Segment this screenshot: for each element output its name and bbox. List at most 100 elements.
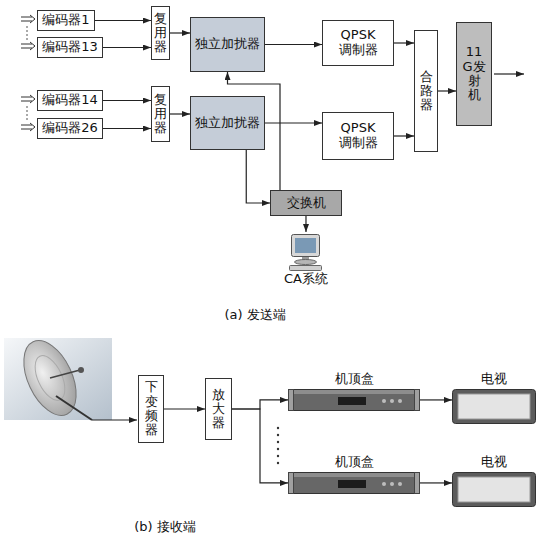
signal-arrow [92,419,137,420]
connector-arrow [305,216,306,232]
node-label: 复用器 [154,93,167,136]
feed-arm [50,370,80,378]
node-label: CA系统 [284,272,328,287]
tv-screen [458,394,530,419]
stb-display [338,480,366,488]
stb-button [382,482,386,486]
input-arrow [21,15,35,23]
switch-box: 交换机 [270,190,342,216]
connector-arrow [103,128,151,129]
node-label: 独立加扰器 [195,37,260,52]
encoder-box: 编码器1 [37,10,95,31]
node-label: 合路器 [420,70,433,113]
satellite-dish [13,332,92,423]
monitor [292,235,320,257]
downconverter-box: 下变频器 [138,375,164,443]
stb-button [398,399,402,403]
input-arrow [21,123,35,131]
combiner-box: 合路器 [414,30,438,152]
monitor-screen [295,238,316,253]
tv-frame [453,389,536,423]
scrambler-box: 独立加扰器 [190,17,265,72]
node-label: 电视 [481,372,507,387]
node-label: 下变频器 [145,380,158,437]
node-label: 11G发射机 [461,45,486,102]
encoder-box: 编码器13 [37,37,103,58]
rack-ear [289,472,294,493]
connector-arrow [164,408,205,409]
input-arrows [21,15,35,131]
node-label: 编码器26 [42,121,98,136]
node-label: 独立加扰器 [195,116,260,131]
television: 电视 [452,455,536,507]
connector-arrow [103,100,151,101]
television: 电视 [452,372,536,424]
television-drawing [452,472,536,507]
multiplexer-box: 复用器 [151,86,170,142]
ellipsis-dots [277,427,279,464]
connector-arrow [420,482,452,483]
output-arrow [494,73,524,74]
stb-top [289,390,419,394]
computer-drawing [285,232,326,272]
stb-button [382,399,386,403]
connector-arrow [265,44,322,45]
set-top-box: 机顶盒 [288,372,420,411]
qpsk-modulator-box: QPSK调制器 [322,112,394,160]
computer-icon [285,232,326,272]
tv-screen [458,477,530,502]
television-image [452,472,536,507]
amplifier-box: 放大器 [205,378,232,440]
connector-arrow [232,400,288,409]
stb-button [390,399,394,403]
tv-frame [453,472,536,506]
node-label: 复用器 [154,12,167,55]
node-label: 放大器 [212,388,225,431]
node-label: 机顶盒 [335,372,374,387]
transmitter-box: 11G发射机 [456,22,492,126]
stb-body [289,389,420,410]
connector-arrow [170,113,190,114]
monitor-base [295,260,317,265]
ca-system-computer: CA系统 [284,232,328,287]
connector-arrow [394,42,414,43]
rack-ear [415,389,420,410]
connector-arrow [394,135,414,136]
stb-button [398,482,402,486]
ellipsis-line [27,26,28,120]
connector-arrow [438,90,456,91]
television-image [452,389,536,424]
television-drawing [452,389,536,424]
connector-arrow [170,32,190,33]
connector-arrow [95,20,151,21]
set-top-box-image [288,389,420,411]
stb-top [289,473,419,477]
sub-caption: (a) 发送端 [224,306,285,324]
set-top-box: 机顶盒 [288,455,420,494]
stb-button [390,482,394,486]
dish-support [56,396,92,420]
node-label: 编码器13 [42,40,98,55]
node-label: 编码器1 [42,13,89,28]
connector-arrow [265,122,322,123]
node-label: 电视 [481,455,507,470]
node-label: 编码器14 [42,93,98,108]
input-arrow [21,95,35,103]
connector-arrow [103,47,151,48]
node-label: QPSK调制器 [335,28,381,58]
stb-display [338,397,366,405]
encoder-box: 编码器26 [37,118,103,139]
connector-arrow [232,409,288,483]
rack-ear [289,389,294,410]
node-label: QPSK调制器 [335,121,381,151]
multiplexer-box: 复用器 [151,6,170,60]
qpsk-modulator-box: QPSK调制器 [322,20,394,66]
connector-arrow [420,399,452,400]
rack-ear [415,472,420,493]
set-top-box-image [288,472,420,494]
input-arrow [21,42,35,50]
set-top-box-drawing [288,472,420,494]
feed-horn [78,367,84,373]
node-label: 机顶盒 [335,455,374,470]
node-label: 交换机 [287,196,326,211]
